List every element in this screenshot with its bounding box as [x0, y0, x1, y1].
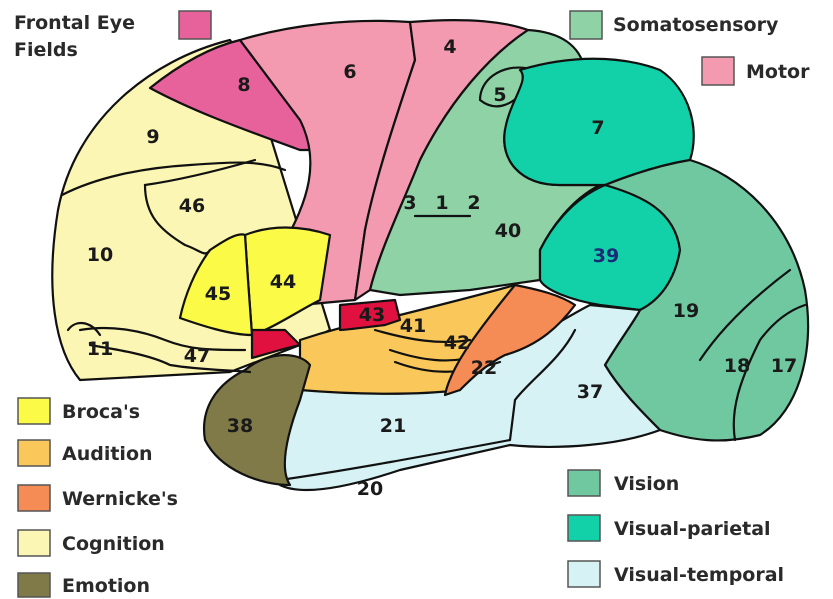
- legend-emotion-swatch: [18, 573, 50, 597]
- legend-motor-label: Motor: [746, 61, 810, 83]
- label-area-19: 19: [673, 300, 699, 322]
- label-area-22: 22: [471, 357, 497, 379]
- label-area-20: 20: [357, 478, 383, 500]
- label-area-3: 3: [403, 192, 416, 214]
- label-area-8: 8: [237, 74, 250, 96]
- legend-emotion-label: Emotion: [62, 575, 150, 597]
- label-area-1: 1: [435, 192, 448, 214]
- label-area-17: 17: [771, 355, 797, 377]
- legend-wernickes-swatch: [18, 485, 50, 511]
- legend-somatosensory-label: Somatosensory: [613, 14, 779, 36]
- legend-frontal-eye-label-2: Fields: [14, 39, 78, 61]
- label-area-2: 2: [467, 192, 480, 214]
- label-area-45: 45: [205, 283, 231, 305]
- label-area-46: 46: [179, 195, 205, 217]
- legend-visual-parietal-label: Visual-parietal: [614, 518, 771, 540]
- legend-cognition-label: Cognition: [62, 533, 165, 555]
- label-area-42: 42: [444, 332, 470, 354]
- label-area-9: 9: [146, 126, 159, 148]
- legend-audition-label: Audition: [62, 443, 153, 465]
- legend-vision-label: Vision: [614, 473, 679, 495]
- legend-vision-swatch: [568, 470, 600, 496]
- legend-visual-parietal-swatch: [568, 515, 600, 541]
- label-area-5: 5: [493, 84, 506, 106]
- label-area-7: 7: [591, 117, 604, 139]
- label-area-41: 41: [400, 315, 426, 337]
- label-area-44: 44: [270, 271, 296, 293]
- label-area-38: 38: [227, 415, 253, 437]
- label-area-6: 6: [343, 61, 356, 83]
- label-area-39: 39: [593, 245, 619, 267]
- label-area-11: 11: [87, 338, 113, 360]
- legend-frontal-eye-swatch: [179, 11, 211, 39]
- legend-wernickes-label: Wernicke's: [62, 488, 178, 510]
- label-area-40: 40: [495, 220, 521, 242]
- label-area-18: 18: [724, 355, 750, 377]
- label-area-4: 4: [443, 36, 456, 58]
- legend-cognition-swatch: [18, 530, 50, 556]
- legend-visual-temporal-swatch: [568, 561, 600, 587]
- legend-motor-swatch: [702, 57, 734, 85]
- label-area-37: 37: [577, 381, 603, 403]
- legend-visual-temporal-label: Visual-temporal: [614, 564, 784, 586]
- label-area-21: 21: [380, 415, 406, 437]
- legend-brocas-swatch: [18, 398, 50, 424]
- label-area-10: 10: [87, 244, 113, 266]
- legend-audition-swatch: [18, 440, 50, 466]
- label-area-47: 47: [184, 345, 210, 367]
- label-area-43: 43: [359, 304, 385, 326]
- legend-somatosensory-swatch: [570, 11, 602, 39]
- legend-brocas-label: Broca's: [62, 401, 140, 423]
- legend-frontal-eye-label-1: Frontal Eye: [14, 12, 135, 34]
